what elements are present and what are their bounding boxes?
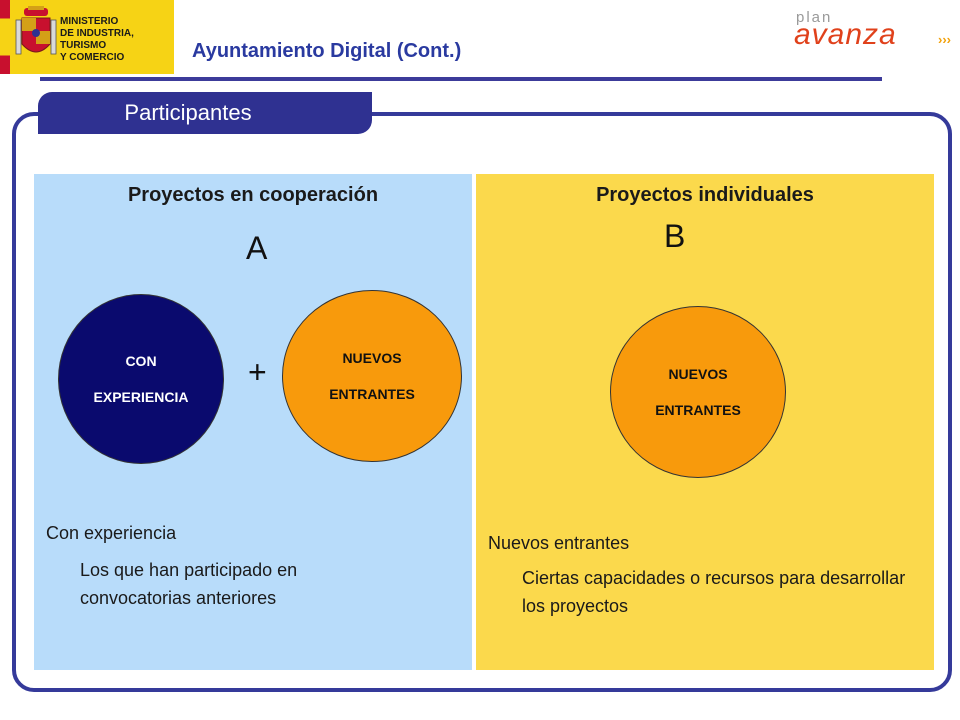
circle-label-line2: EXPERIENCIA [93, 389, 189, 405]
cooperation-panel: Proyectos en cooperación A CON EXPERIENC… [34, 174, 472, 670]
nuevos-entrantes-circle: NUEVOS ENTRANTES [610, 306, 786, 478]
ministry-name: MINISTERIO DE INDUSTRIA, TURISMO Y COMER… [60, 16, 134, 63]
letter-b: B [664, 218, 686, 254]
circle-label-line1: CON [125, 353, 157, 369]
nuevos-entrantes-circle: NUEVOS ENTRANTES [282, 290, 462, 462]
svg-text:avanza: avanza [794, 18, 897, 50]
plus-sign: + [248, 354, 267, 390]
circle-label-line2: ENTRANTES [329, 386, 415, 402]
plan-avanza-logo: plan avanza ››› [794, 9, 951, 50]
circle-label-line2: ENTRANTES [655, 402, 741, 418]
slide-title: Ayuntamiento Digital (Cont.) [192, 40, 462, 62]
individual-heading: Proyectos individuales [596, 184, 814, 206]
svg-text:plan: plan [796, 9, 832, 26]
nuevos-entrantes-title: Nuevos entrantes [488, 533, 630, 553]
ministry-logo: MINISTERIO DE INDUSTRIA, TURISMO Y COMER… [0, 0, 174, 74]
individual-panel: Proyectos individuales B NUEVOS ENTRANTE… [476, 174, 934, 670]
circle-label-line1: NUEVOS [342, 350, 402, 366]
circle-label-line1: NUEVOS [668, 366, 728, 382]
title-rule [40, 77, 882, 81]
participantes-tab: Participantes [38, 92, 372, 134]
content-frame [12, 112, 952, 692]
cooperation-heading: Proyectos en cooperación [127, 184, 379, 206]
svg-text:›››: ››› [938, 32, 951, 47]
flag-strip [0, 0, 10, 74]
con-experiencia-description: Los que han participado en convocatorias… [80, 560, 298, 608]
nuevos-entrantes-description: Ciertas capacidades o recursos para desa… [522, 568, 906, 616]
con-experiencia-circle: CON EXPERIENCIA [58, 294, 224, 464]
coat-of-arms-icon [15, 6, 57, 55]
con-experiencia-title: Con experiencia [46, 523, 177, 543]
letter-a: A [246, 230, 268, 266]
